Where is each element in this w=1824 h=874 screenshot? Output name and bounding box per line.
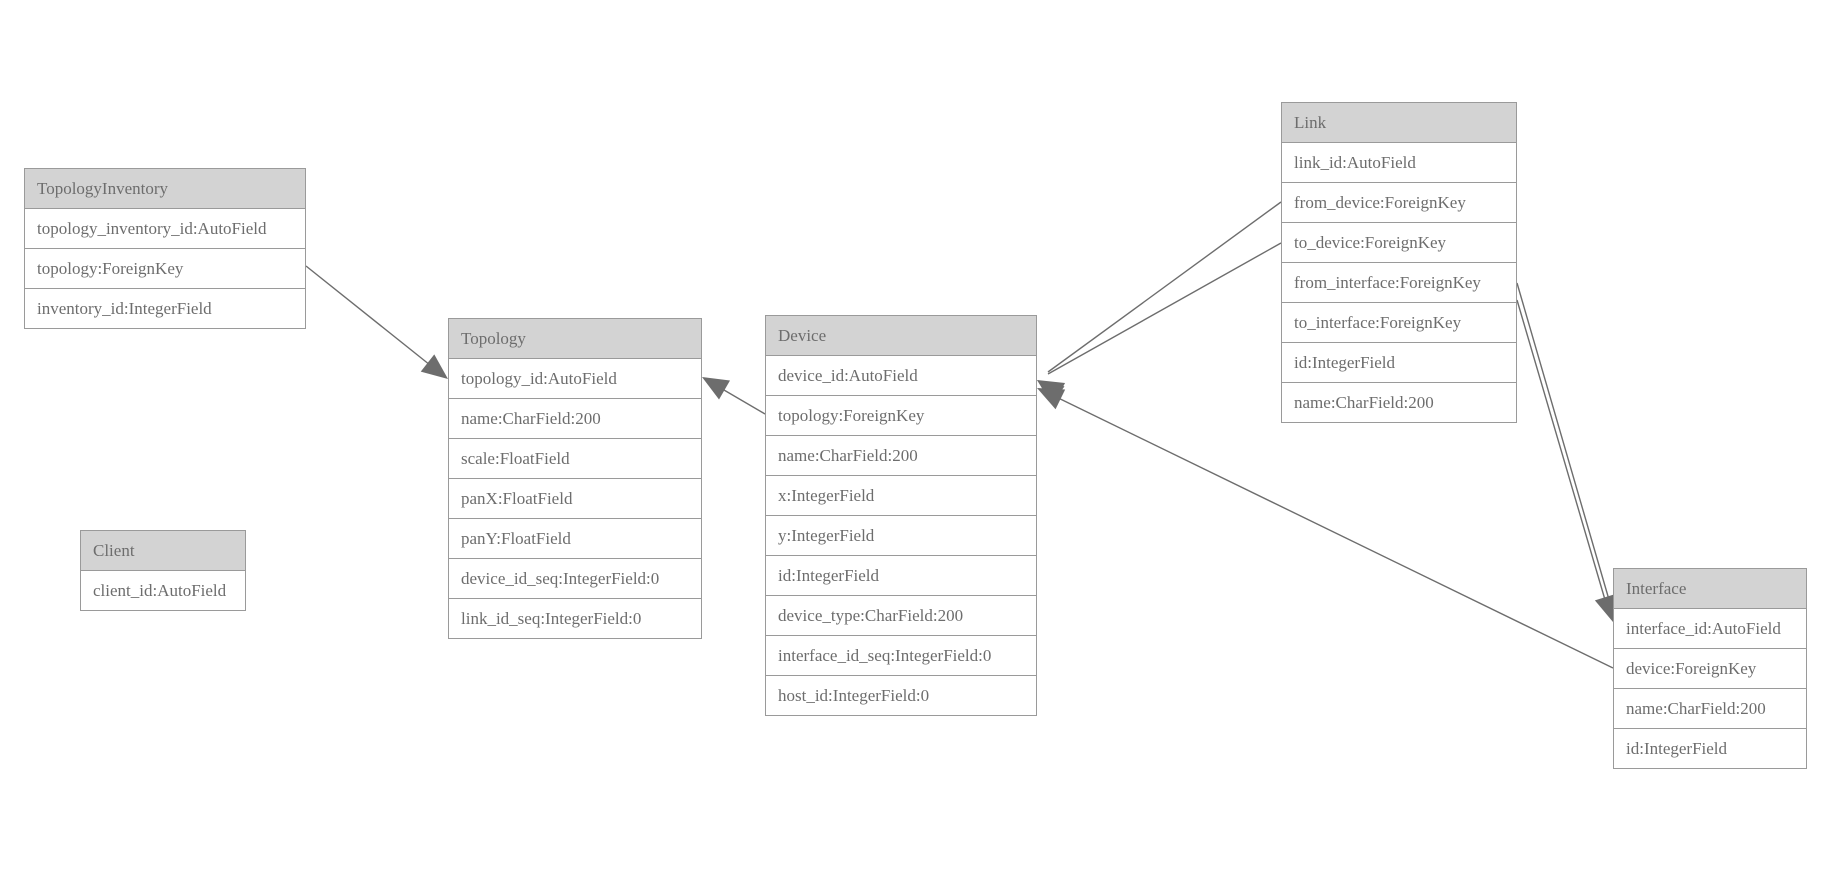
relationship-line [1047, 201, 1282, 373]
entity-field-row: id:IntegerField [1614, 729, 1806, 769]
entity-field-row: link_id_seq:IntegerField:0 [449, 599, 701, 639]
relationship-arrowhead [1037, 388, 1066, 410]
entity-field-row: topology:ForeignKey [766, 396, 1036, 436]
entity-field-row: panY:FloatField [449, 519, 701, 559]
entity-field-row: link_id:AutoField [1282, 143, 1516, 183]
entity-field-row: to_interface:ForeignKey [1282, 303, 1516, 343]
entity-field-row: device_type:CharField:200 [766, 596, 1036, 636]
relationship-line [1516, 299, 1609, 611]
entity-field-row: inventory_id:IntegerField [25, 289, 305, 329]
entity-field-row: panX:FloatField [449, 479, 701, 519]
relationship-line [305, 265, 441, 374]
entity-title-client: Client [81, 531, 245, 571]
entity-field-row: id:IntegerField [1282, 343, 1516, 383]
relationship-line [1047, 242, 1282, 375]
entity-field-row: id:IntegerField [766, 556, 1036, 596]
entity-field-row: topology_id:AutoField [449, 359, 701, 399]
relationship-line [1516, 282, 1613, 611]
entity-field-row: interface_id_seq:IntegerField:0 [766, 636, 1036, 676]
relationship-line [711, 382, 766, 415]
entity-field-row: device_id:AutoField [766, 356, 1036, 396]
entity-field-row: name:CharField:200 [449, 399, 701, 439]
entity-field-row: from_interface:ForeignKey [1282, 263, 1516, 303]
relationship-link-fromdevice-device [1037, 201, 1282, 405]
entity-field-row: name:CharField:200 [1282, 383, 1516, 423]
entity-title-topology-inventory: TopologyInventory [25, 169, 305, 209]
entity-field-row: interface_id:AutoField [1614, 609, 1806, 649]
relationship-link-todevice-device [1037, 242, 1282, 403]
entity-field-row: host_id:IntegerField:0 [766, 676, 1036, 716]
relationship-line [1047, 392, 1614, 669]
entity-field-row: device_id_seq:IntegerField:0 [449, 559, 701, 599]
entity-title-device: Device [766, 316, 1036, 356]
relationship-link-tointerface-interface [1516, 299, 1616, 622]
entity-field-row: x:IntegerField [766, 476, 1036, 516]
entity-field-row: scale:FloatField [449, 439, 701, 479]
entity-field-row: from_device:ForeignKey [1282, 183, 1516, 223]
entity-title-interface: Interface [1614, 569, 1806, 609]
entity-field-row: client_id:AutoField [81, 571, 245, 611]
entity-field-row: name:CharField:200 [766, 436, 1036, 476]
entity-field-row: device:ForeignKey [1614, 649, 1806, 689]
entity-title-link: Link [1282, 103, 1516, 143]
relationship-link-frominterface-interface [1516, 282, 1619, 622]
entity-field-row: y:IntegerField [766, 516, 1036, 556]
entity-field-row: to_device:ForeignKey [1282, 223, 1516, 263]
entity-field-row: topology:ForeignKey [25, 249, 305, 289]
relationship-device-topology [702, 377, 766, 415]
entity-field-row: topology_inventory_id:AutoField [25, 209, 305, 249]
relationship-topologyinventory-topology [305, 265, 448, 379]
entity-title-topology: Topology [449, 319, 701, 359]
entity-field-row: name:CharField:200 [1614, 689, 1806, 729]
